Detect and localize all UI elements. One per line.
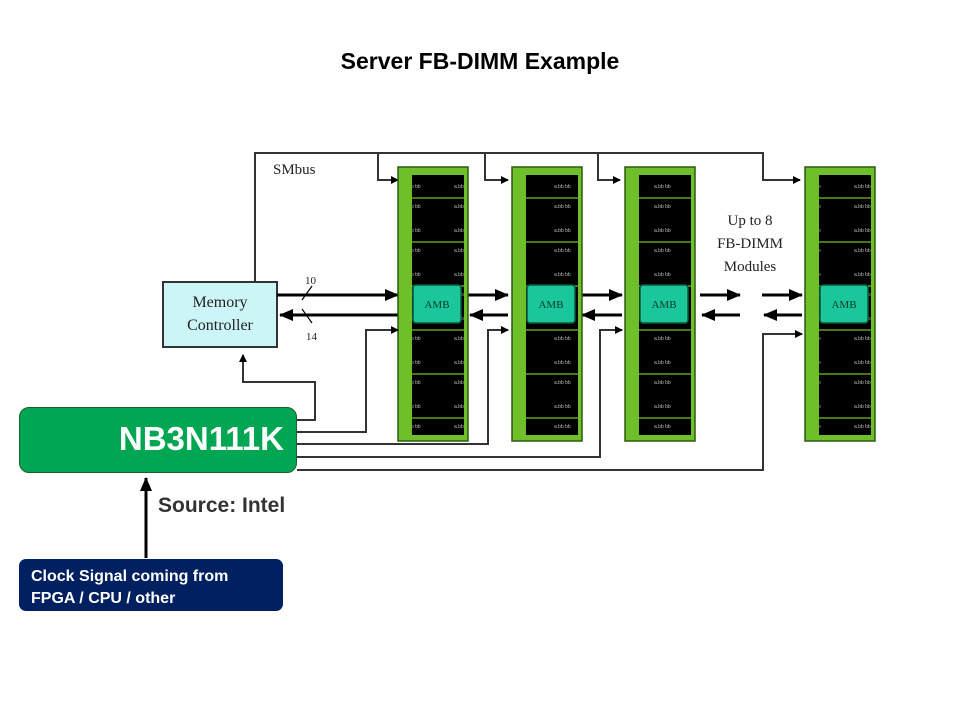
amb-chip-label: AMB xyxy=(424,299,449,311)
clock-chip-label: NB3N111K xyxy=(118,420,284,457)
amb-chip-label: AMB xyxy=(651,299,676,311)
modules-note-line3: Modules xyxy=(724,259,777,275)
nb3n111k-clock-chip: NB3N111K xyxy=(19,407,297,473)
memory-controller-box xyxy=(162,281,278,348)
amb-chip xyxy=(819,284,869,324)
clock-input-line2: FPGA / CPU / other xyxy=(31,590,176,607)
memory-controller-line2: Controller xyxy=(187,317,253,334)
modules-note-line2: FB-DIMM xyxy=(717,236,783,252)
smbus-label: SMbus xyxy=(273,162,316,178)
dimm-module-4: AMB xyxy=(804,166,876,442)
southbound-width-label: 10 xyxy=(305,275,317,287)
bus-arrows xyxy=(277,289,803,321)
modules-note-line1: Up to 8 xyxy=(728,213,773,229)
clock-input-box: Clock Signal coming from FPGA / CPU / ot… xyxy=(19,559,283,611)
slide-title: Server FB-DIMM Example xyxy=(340,48,620,74)
dimm-module-1: AMB xyxy=(397,166,469,442)
clock-input-line1: Clock Signal coming from xyxy=(31,568,229,585)
amb-chip-label: AMB xyxy=(831,299,856,311)
source-label: Source: Intel xyxy=(158,494,286,517)
memory-controller-line1: Memory xyxy=(192,294,247,311)
amb-chip-label: AMB xyxy=(538,299,563,311)
northbound-width-label: 14 xyxy=(306,331,318,343)
amb-chip xyxy=(526,284,576,324)
amb-chip xyxy=(639,284,689,324)
smbus-lines xyxy=(254,152,801,282)
dimm-module-3: AMB xyxy=(624,166,696,442)
amb-chip xyxy=(412,284,462,324)
clock-distribution-lines xyxy=(239,326,803,471)
dimm-module-2: AMB xyxy=(511,166,583,442)
